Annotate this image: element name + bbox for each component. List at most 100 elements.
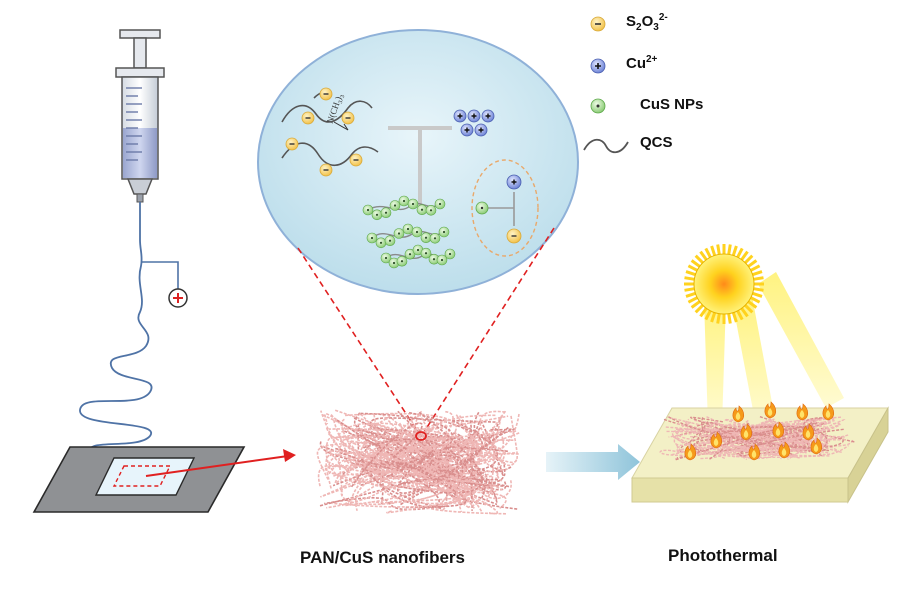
legend-thiosulfate-icon [590, 16, 606, 32]
sun-ray [736, 247, 744, 258]
flame-core [735, 412, 741, 420]
fiber-strand [454, 414, 475, 513]
fiber-strand [396, 425, 510, 494]
sun-ray [699, 250, 708, 261]
cus-particle-core [393, 204, 397, 207]
cus-particle-core [408, 253, 412, 256]
cus-nanoparticles [362, 195, 456, 269]
fiber-strand [316, 430, 517, 480]
fiber-strand [474, 410, 512, 500]
sun-ray [690, 300, 701, 309]
process-arrow [546, 444, 640, 480]
fiber-strand [483, 449, 506, 506]
fiber-strand [706, 423, 799, 442]
cus-particle-core [416, 248, 420, 252]
cus-particle-core [415, 230, 419, 234]
cus-particle-core [384, 256, 388, 260]
nanofibers-label: PAN/CuS nanofibers [300, 548, 465, 567]
fiber-strand [701, 417, 818, 443]
fiber-strand [419, 454, 504, 498]
sun-ray [690, 259, 701, 268]
sun-ray [744, 254, 754, 264]
flame-core [805, 430, 811, 438]
sun-ray [747, 259, 758, 268]
collected-mat [94, 457, 196, 496]
fiber-strand [320, 412, 457, 498]
electrode-wire [141, 261, 179, 290]
sun-ray [687, 264, 698, 272]
sun-ray [753, 287, 764, 292]
flame-core [813, 444, 819, 452]
fiber-strand [405, 474, 507, 509]
cus-particle-core [433, 237, 437, 240]
fiber-strand [407, 411, 499, 472]
fiber-strand [671, 435, 726, 460]
sun-ray [753, 276, 764, 281]
fiber-strand [793, 416, 843, 425]
legend [583, 16, 629, 154]
cus-particle-core [440, 258, 444, 262]
cus-particle-core [424, 252, 428, 255]
flame-core [767, 408, 773, 416]
fiber-strand [676, 421, 776, 459]
fiber-strand [769, 425, 796, 444]
sun-ray [684, 276, 695, 281]
legend-cus-label: CuS NPs [640, 96, 704, 113]
fiber-strand [753, 418, 802, 460]
fiber-strand [342, 418, 472, 475]
cus-particle-core [448, 252, 452, 256]
fiber-strand [368, 434, 464, 489]
substrate-side [847, 406, 889, 504]
legend-qcs-icon [583, 138, 629, 154]
collector-plate [32, 446, 246, 513]
sun-beam-2 [732, 296, 776, 426]
fiber-strand [466, 428, 515, 464]
fiber-strand [665, 426, 733, 443]
flames [684, 401, 835, 461]
fiber-strand [674, 428, 846, 441]
sun-ray [731, 312, 738, 323]
flame-core [799, 410, 805, 418]
sun-ray [752, 291, 763, 298]
copper-ion-cluster [453, 109, 495, 137]
sun-ray [710, 245, 717, 256]
fiber-strand [667, 416, 831, 445]
fiber-strand [455, 444, 470, 489]
cus-particle-core [379, 241, 383, 244]
legend-qcs-label: QCS [640, 134, 673, 151]
fiber-strand [752, 434, 830, 455]
fiber-strand [737, 418, 805, 452]
cus-particle-core [392, 261, 396, 265]
thiosulfate-ions [285, 87, 363, 177]
cus-particle-core [420, 208, 424, 211]
syringe-graduations [126, 87, 142, 161]
sun-ray [704, 247, 712, 258]
sun-beam-3 [758, 272, 844, 408]
legend-copper-icon [590, 58, 606, 74]
cus-particle-core [388, 239, 392, 242]
syringe-flange [115, 67, 165, 78]
fiber-strand [373, 414, 485, 485]
syringe-needle-hub [136, 193, 144, 203]
sun-ray [710, 312, 717, 323]
sun-ray [699, 307, 708, 318]
sun-beam-1 [704, 300, 726, 426]
fiber-strand [325, 438, 402, 483]
fiber-strand [418, 413, 516, 473]
legend-copper-label: Cu2+ [626, 54, 658, 72]
spinning-jet [79, 202, 153, 471]
fiber-strand [696, 415, 775, 451]
cus-particle-core [406, 227, 410, 231]
cus-particle-core [375, 213, 379, 216]
sun-ray [685, 291, 696, 298]
fiber-strand [427, 413, 520, 466]
fiber-strand [732, 441, 784, 460]
fiber-strand [709, 430, 732, 460]
syringe-plunger-rod [133, 37, 147, 69]
legend-thiosulfate-label: S2O32- [626, 12, 668, 33]
fiber-strand [675, 425, 813, 461]
reaction-t-symbol [388, 126, 452, 212]
cus-particle-core [411, 202, 415, 206]
fiber-strand [384, 485, 469, 505]
